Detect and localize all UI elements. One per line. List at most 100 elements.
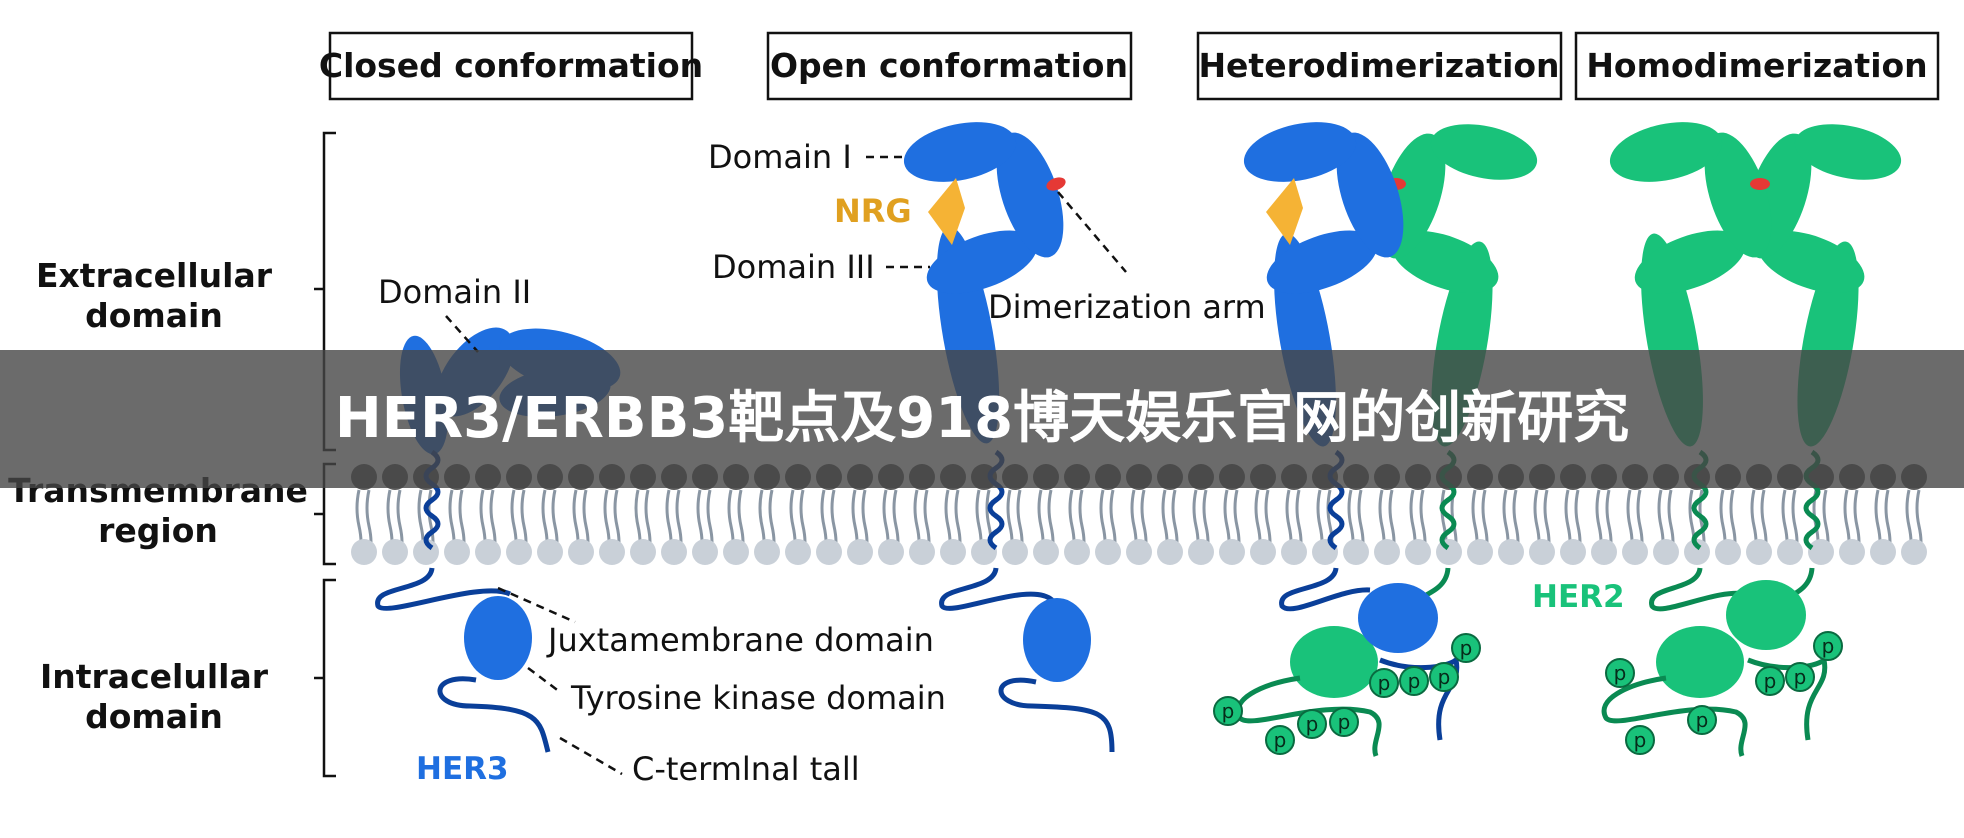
lipid-head-bottom xyxy=(1312,539,1338,565)
lipid-head-bottom xyxy=(1498,539,1524,565)
lipid-head-bottom xyxy=(1715,539,1741,565)
her3-closed-juxtamembrane xyxy=(375,567,512,611)
label-domain-ii: Domain II xyxy=(378,273,531,311)
lipid-head-bottom xyxy=(475,539,501,565)
her3-open-juxtamembrane xyxy=(939,567,1054,611)
lipid-head-bottom xyxy=(847,539,873,565)
dimerization-arm-homo xyxy=(1750,178,1770,190)
her3-hetero-domain-ii xyxy=(1336,132,1404,258)
lipid-head-bottom xyxy=(1746,539,1772,565)
phospho-badge: p xyxy=(1429,662,1459,692)
lipid-head-bottom xyxy=(1002,539,1028,565)
her3-open-receptor xyxy=(903,122,1115,753)
her3-open-domain-i xyxy=(903,122,1017,182)
her3-open-domain-ii xyxy=(996,132,1064,258)
phospho-label: p xyxy=(1460,636,1473,660)
lipid-head-bottom xyxy=(1684,539,1710,565)
lipid-head-bottom xyxy=(1250,539,1276,565)
phospho-label: p xyxy=(1614,661,1627,685)
phospho-badge: p xyxy=(1755,666,1785,696)
lipid-head-bottom xyxy=(1467,539,1493,565)
lipid-head-bottom xyxy=(661,539,687,565)
phospho-label: p xyxy=(1764,669,1777,693)
region-intracellular-line2: domain xyxy=(85,697,223,736)
her3-closed-c-tail xyxy=(437,676,551,753)
lipid-head-bottom xyxy=(599,539,625,565)
phospho-label: p xyxy=(1634,728,1647,752)
phospho-label: p xyxy=(1338,710,1351,734)
lipid-head-bottom xyxy=(1157,539,1183,565)
lipid-head-bottom xyxy=(1870,539,1896,565)
phospho-label: p xyxy=(1378,671,1391,695)
her3-open-domain-iii xyxy=(926,230,1038,294)
lipid-head-bottom xyxy=(940,539,966,565)
her2-homo-left-domain-iii xyxy=(1634,230,1746,294)
lipid-head-bottom xyxy=(1281,539,1307,565)
phospho-label: p xyxy=(1274,728,1287,752)
lipid-head-bottom xyxy=(1064,539,1090,565)
panel-title-closed: Closed conformation xyxy=(319,31,703,101)
label-her3: HER3 xyxy=(416,751,509,787)
lipid-head-bottom xyxy=(754,539,780,565)
lipid-head-bottom xyxy=(568,539,594,565)
her2-homo-left-domain-i xyxy=(1609,122,1723,182)
her2-hetero-c-tail xyxy=(1235,675,1382,757)
label-her2: HER2 xyxy=(1532,579,1625,615)
her2-hetero-domain-iii xyxy=(1391,230,1499,294)
phospho-label: p xyxy=(1408,669,1421,693)
banner-title: HER3/ERBB3靶点及918博天娱乐官网的创新研究 xyxy=(334,386,1630,451)
label-nrg: NRG xyxy=(834,192,912,230)
panel-title-homo: Homodimerization xyxy=(1574,31,1940,101)
phospho-label: p xyxy=(1794,665,1807,689)
label-juxtamembrane: Juxtamembrane domain xyxy=(546,621,934,659)
phospho-label: p xyxy=(1222,699,1235,723)
label-domain-i: Domain I xyxy=(708,138,852,176)
lipid-head-bottom xyxy=(351,539,377,565)
homodimer xyxy=(1601,122,1902,757)
region-extracellular-line2: domain xyxy=(85,296,223,335)
lipid-head-bottom xyxy=(1560,539,1586,565)
her3-closed-kinase xyxy=(464,596,532,680)
lipid-head-bottom xyxy=(1808,539,1834,565)
label-tyrosine-kinase: Tyrosine kinase domain xyxy=(570,679,946,717)
lipid-head-bottom xyxy=(1777,539,1803,565)
panel-title-hetero: Heterodimerization xyxy=(1196,31,1563,101)
lipid-head-bottom xyxy=(537,539,563,565)
her2-homo-left-kinase xyxy=(1656,626,1744,698)
her3-hetero-kinase xyxy=(1358,583,1438,653)
lipid-head-bottom xyxy=(878,539,904,565)
her2-hetero-kinase xyxy=(1290,626,1378,698)
her3-open-c-tail xyxy=(998,677,1115,753)
lipid-head-bottom xyxy=(723,539,749,565)
phospho-badge: p xyxy=(1329,707,1359,737)
region-intracellular-line1: Intracelullar xyxy=(40,657,269,696)
her3-open-kinase xyxy=(1023,598,1091,682)
phospho-label: p xyxy=(1438,665,1451,689)
label-dimerization-arm: Dimerization arm xyxy=(988,288,1266,326)
her2-homo-left-juxtamembrane xyxy=(1649,567,1747,612)
phospho-label: p xyxy=(1822,634,1835,658)
lipid-head-bottom xyxy=(444,539,470,565)
lipid-head-bottom xyxy=(506,539,532,565)
phospho-badge: p xyxy=(1605,658,1635,688)
panel-title-closed-text: Closed conformation xyxy=(319,46,703,85)
lipid-head-bottom xyxy=(1343,539,1369,565)
nrg-ligand-hetero xyxy=(1266,178,1303,245)
lipid-head-bottom xyxy=(1374,539,1400,565)
phospho-label: p xyxy=(1696,708,1709,732)
lipid-head-bottom xyxy=(382,539,408,565)
lipid-head-bottom xyxy=(909,539,935,565)
lipid-head-bottom xyxy=(1126,539,1152,565)
lipid-head-bottom xyxy=(816,539,842,565)
lipid-head-bottom xyxy=(1529,539,1555,565)
phospho-badge: p xyxy=(1625,725,1655,755)
phospho-badge: p xyxy=(1785,662,1815,692)
panel-title-open: Open conformation xyxy=(766,31,1133,101)
phospho-badge: p xyxy=(1399,666,1429,696)
label-domain-iii: Domain III xyxy=(712,248,875,286)
lipid-head-bottom xyxy=(1188,539,1214,565)
lipid-head-bottom xyxy=(1405,539,1431,565)
phospho-badge: p xyxy=(1451,633,1481,663)
